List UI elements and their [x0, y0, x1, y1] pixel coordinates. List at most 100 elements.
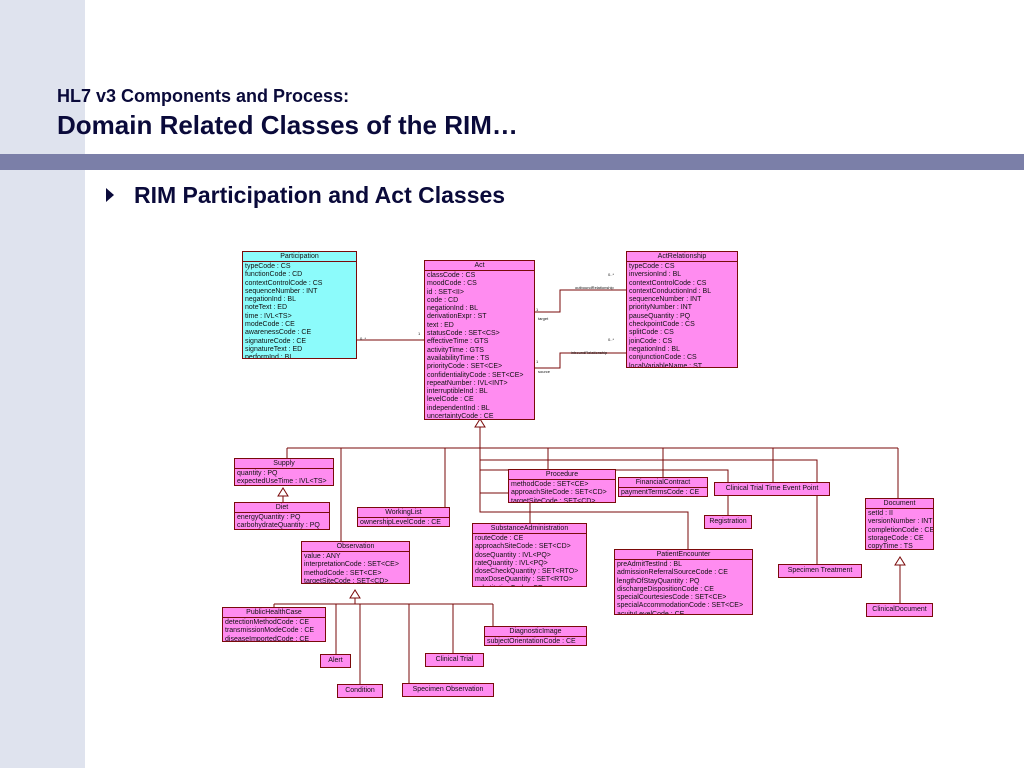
class-attribute: copyTime : TS [868, 543, 913, 550]
class-attribute: versionNumber : INT [868, 518, 933, 526]
class-attribute: statusCode : SET<CS> [427, 330, 500, 338]
class-attribute: methodCode : SET<CE> [511, 481, 589, 488]
class-attribute: interpretationCode : SET<CE> [304, 561, 399, 569]
class-attribute: negationInd : BL [629, 345, 680, 353]
class-attribute: transmissionModeCode : CE [225, 627, 315, 635]
class-name: Act [425, 261, 534, 271]
clinical-trial-class: Clinical Trial [425, 653, 484, 667]
class-attributes: methodCode : SET<CE>approachSiteCode : S… [509, 480, 615, 502]
class-attribute: typeCode : CS [629, 263, 675, 270]
specimen-observation-class: Specimen Observation [402, 683, 494, 697]
class-attribute: contextControlCode : CS [245, 279, 323, 287]
class-attribute: confidentialityCode : SET<CE> [427, 371, 524, 379]
relationship-role-label: inboundRelationship [571, 350, 608, 355]
class-attribute: contextControlCode : CS [629, 279, 707, 287]
specimen-treatment-class: Specimen Treatment [778, 564, 862, 578]
class-attribute: time : IVL<TS> [245, 312, 292, 320]
alert-class: Alert [320, 654, 351, 668]
class-name: Diet [235, 503, 329, 513]
class-attribute: lengthOfStayQuantity : PQ [617, 577, 700, 585]
bullet-arrow-icon [106, 188, 114, 202]
class-attribute: splitCode : CS [629, 329, 674, 337]
multiplicity-label: 1 [536, 359, 539, 364]
registration-class: Registration [704, 515, 752, 529]
class-attribute: inversionInd : BL [629, 271, 682, 279]
class-name: WorkingList [358, 508, 449, 518]
class-attribute: paymentTermsCode : CE [621, 489, 700, 496]
class-name: SubstanceAdministration [473, 524, 586, 534]
class-attribute: completionCode : CE [868, 526, 934, 534]
class-attribute: checkpointCode : CS [629, 321, 695, 329]
bullet-text: RIM Participation and Act Classes [134, 182, 506, 208]
class-attribute: typeCode : CS [245, 263, 291, 270]
class-attributes: ownershipLevelCode : CE [358, 518, 449, 526]
class-attribute: diseaseImportedCode : CE [225, 635, 310, 642]
outbound-relationship-link [534, 289, 626, 313]
observation-generalization-arrow [349, 589, 361, 599]
class-attribute: signatureText : ED [245, 345, 303, 353]
class-attribute: sequenceNumber : INT [629, 296, 702, 304]
class-attribute: performInd : BL [245, 354, 294, 359]
class-attribute: availabilityTime : TS [427, 354, 490, 362]
act-generalization-arrow [474, 418, 486, 428]
multiplicity-label: 0..* [608, 337, 615, 342]
class-attribute: pauseQuantity : PQ [629, 312, 691, 320]
class-attribute: expectedUseTime : IVL<TS> [237, 478, 327, 486]
class-attribute: contextConductionInd : BL [629, 287, 712, 295]
class-attribute: admissionReferralSourceCode : CE [617, 569, 728, 577]
clinical-document-class: ClinicalDocument [866, 603, 933, 617]
class-attribute: methodCode : SET<CE> [304, 569, 382, 577]
class-attribute: acuityLevelCode : CE [617, 610, 685, 615]
relationship-role-label: target [538, 316, 549, 321]
inbound-relationship-link [534, 352, 626, 369]
class-attribute: setId : II [868, 510, 893, 517]
class-attribute: negationInd : BL [245, 296, 296, 304]
class-attribute: approachSiteCode : SET<CD> [511, 489, 607, 497]
multiplicity-label: 1 [536, 307, 539, 312]
class-attribute: storageCode : CE [868, 534, 924, 542]
class-attribute: signatureCode : CE [245, 337, 307, 345]
class-name: PublicHealthCase [223, 608, 325, 618]
class-attribute: independentInd : BL [427, 404, 490, 412]
class-attribute: noteText : ED [245, 304, 288, 312]
class-name: DiagnosticImage [485, 627, 586, 637]
class-attribute: code : CD [427, 296, 459, 304]
class-attribute: sequenceNumber : INT [245, 287, 318, 295]
class-attribute: doseCheckQuantity : SET<RTO> [475, 568, 579, 576]
class-attribute: ownershipLevelCode : CE [360, 519, 441, 526]
class-attribute: energyQuantity : PQ [237, 514, 301, 521]
document-generalization-arrow [894, 556, 906, 566]
class-attribute: dischargeDispositionCode : CE [617, 585, 714, 593]
class-attribute: joinCode : CS [629, 337, 673, 345]
class-attribute: activityTime : GTS [427, 346, 484, 354]
supply-generalization-arrow [277, 487, 289, 497]
class-attribute: classCode : CS [427, 272, 476, 279]
slide-subtitle: HL7 v3 Components and Process: [57, 86, 350, 106]
class-attribute: interruptibleInd : BL [427, 388, 488, 396]
class-name: ActRelationship [627, 252, 737, 262]
class-attribute: repeatNumber : IVL<INT> [427, 379, 508, 387]
class-attributes: subjectOrientationCode : CE [485, 637, 586, 645]
title-rule [0, 154, 1024, 170]
class-attributes: paymentTermsCode : CE [619, 488, 707, 496]
class-attribute: derivationExpr : ST [427, 313, 487, 321]
class-name: FinancialContract [619, 478, 707, 488]
class-attribute: modeCode : CE [245, 321, 295, 329]
class-attribute: detectionMethodCode : CE [225, 619, 310, 626]
relationship-role-label: outboundRelationship [575, 285, 614, 290]
class-attribute: preAdmitTestInd : BL [617, 561, 682, 568]
